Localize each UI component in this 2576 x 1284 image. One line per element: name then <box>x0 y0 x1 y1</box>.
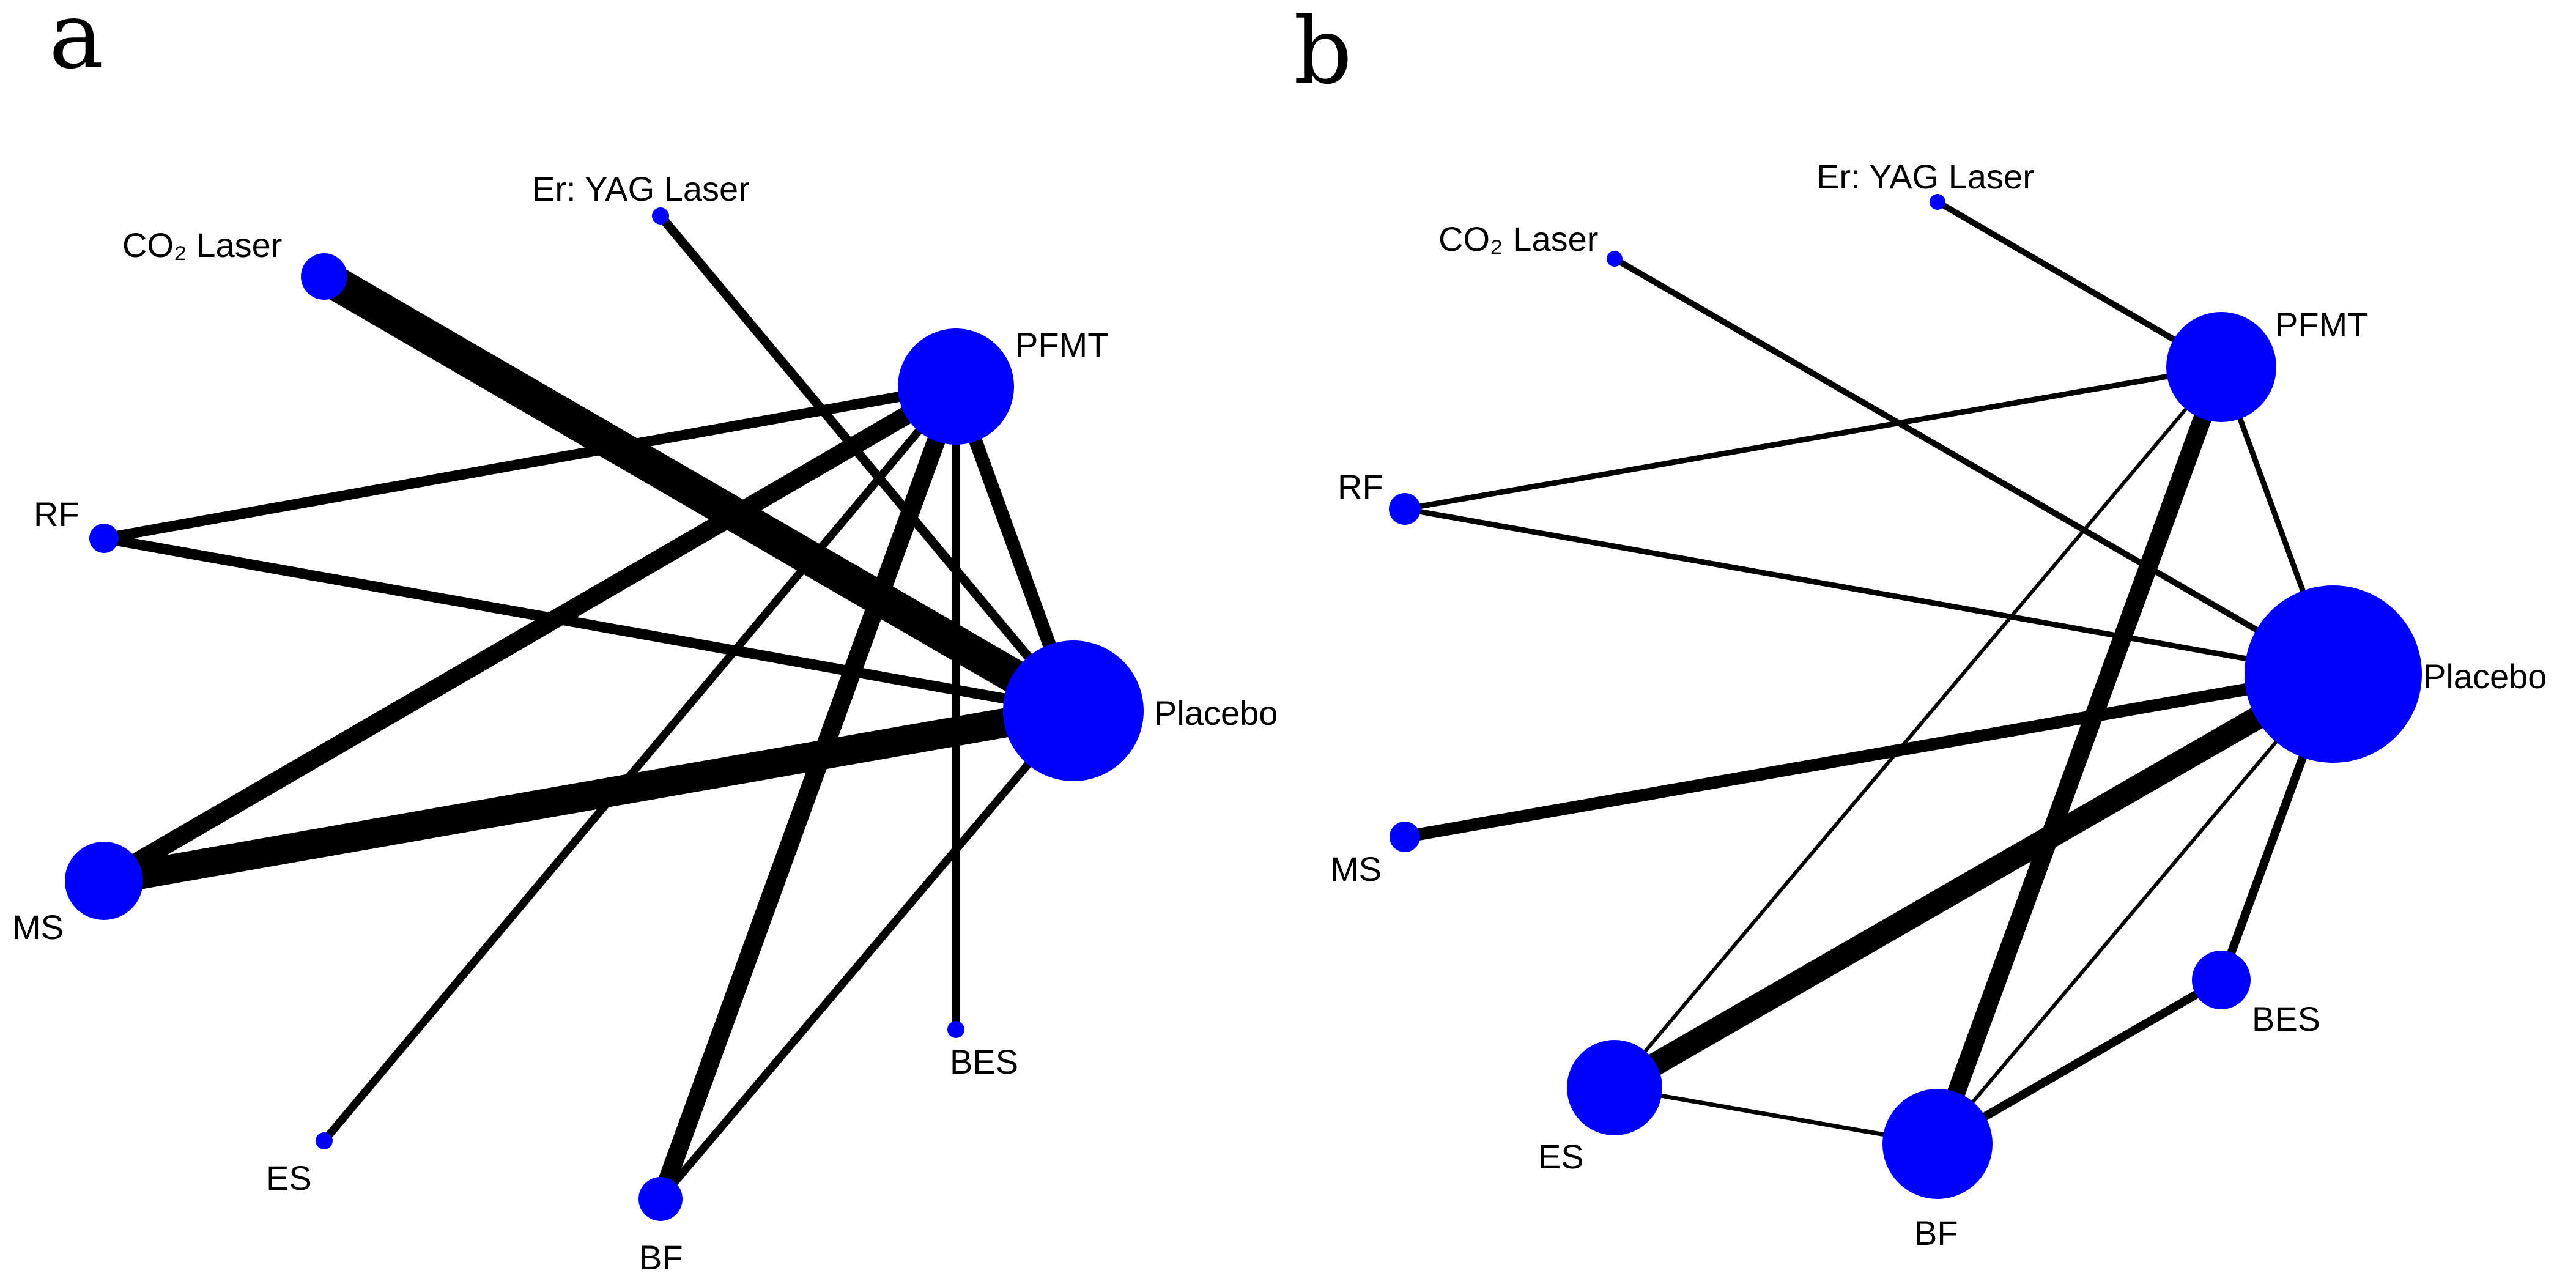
edge-rf-placebo <box>1404 506 2334 677</box>
labels-b: Er: YAG Laser CO₂ Laser PFMT RF Placebo … <box>1330 157 2547 1252</box>
node-placebo <box>1003 640 1144 781</box>
edge-ms-pfmt <box>99 379 961 889</box>
node-label-pfmt: PFMT <box>2275 305 2368 344</box>
node-label-er-yag: Er: YAG Laser <box>1816 157 2034 196</box>
edge-es-placebo <box>1608 664 2339 1098</box>
node-label-co2: CO₂ Laser <box>122 226 282 264</box>
edge-es-pfmt <box>321 384 959 1144</box>
edge-er_yag-placebo <box>657 213 1077 714</box>
node-label-bes: BES <box>950 1042 1018 1081</box>
node-bes <box>947 1021 964 1038</box>
node-ms <box>1390 822 1420 852</box>
node-es <box>316 1132 333 1149</box>
panel-b-letter: b <box>1294 0 1352 105</box>
edge-co2-placebo <box>1613 256 2335 677</box>
network-panel-b: Er: YAG Laser CO₂ Laser PFMT RF Placebo … <box>1330 157 2547 1252</box>
node-bf <box>1882 1089 1993 1199</box>
node-label-bf: BF <box>639 1238 683 1277</box>
edge-bf-placebo <box>657 708 1076 1202</box>
edge-rf-pfmt <box>1404 364 2222 512</box>
node-label-es: ES <box>1538 1137 1584 1176</box>
node-label-rf: RF <box>1338 467 1383 506</box>
node-label-rf: RF <box>34 495 80 533</box>
node-label-bes: BES <box>2252 1000 2320 1038</box>
node-label-ms: MS <box>12 908 64 946</box>
node-label-ms: MS <box>1330 850 1382 888</box>
node-pfmt <box>898 328 1014 445</box>
node-bes <box>2192 951 2251 1009</box>
node-co2 <box>301 253 347 300</box>
edge-rf-placebo <box>103 533 1075 716</box>
node-rf <box>1389 493 1421 525</box>
node-label-pfmt: PFMT <box>1015 325 1108 364</box>
edge-es-pfmt <box>1613 366 2223 1089</box>
edges-a <box>99 213 1083 1203</box>
edge-ms-placebo <box>1404 668 2334 843</box>
labels-a: Er: YAG Laser CO₂ Laser PFMT RF Placebo … <box>12 169 1278 1277</box>
node-pfmt <box>2166 312 2276 422</box>
node-er-yag <box>652 207 669 225</box>
nodes-b <box>1389 194 2422 1199</box>
panel-a-letter: a <box>49 0 103 89</box>
edge-bf-pfmt <box>1928 363 2230 1148</box>
edge-co2-placebo <box>315 261 1083 726</box>
node-label-er-yag: Er: YAG Laser <box>532 169 750 208</box>
nodes-a <box>65 207 1144 1221</box>
node-ms <box>65 842 143 920</box>
network-panel-a: Er: YAG Laser CO₂ Laser PFMT RF Placebo … <box>12 169 1278 1277</box>
node-label-es: ES <box>266 1159 312 1197</box>
node-label-bf: BF <box>1914 1214 1958 1252</box>
node-label-placebo: Placebo <box>1154 694 1278 732</box>
edge-bf-pfmt <box>651 383 965 1203</box>
node-label-co2: CO₂ Laser <box>1438 220 1598 258</box>
node-placebo <box>2245 585 2422 763</box>
node-bf <box>638 1177 683 1221</box>
node-es <box>1567 1040 1662 1135</box>
node-rf <box>89 524 119 553</box>
edge-bf-placebo <box>1936 673 2335 1145</box>
edge-rf-pfmt <box>103 381 957 544</box>
node-label-placebo: Placebo <box>2423 657 2547 696</box>
edge-ms-placebo <box>101 696 1076 896</box>
node-co2 <box>1607 251 1623 267</box>
node-er-yag <box>1930 194 1945 210</box>
